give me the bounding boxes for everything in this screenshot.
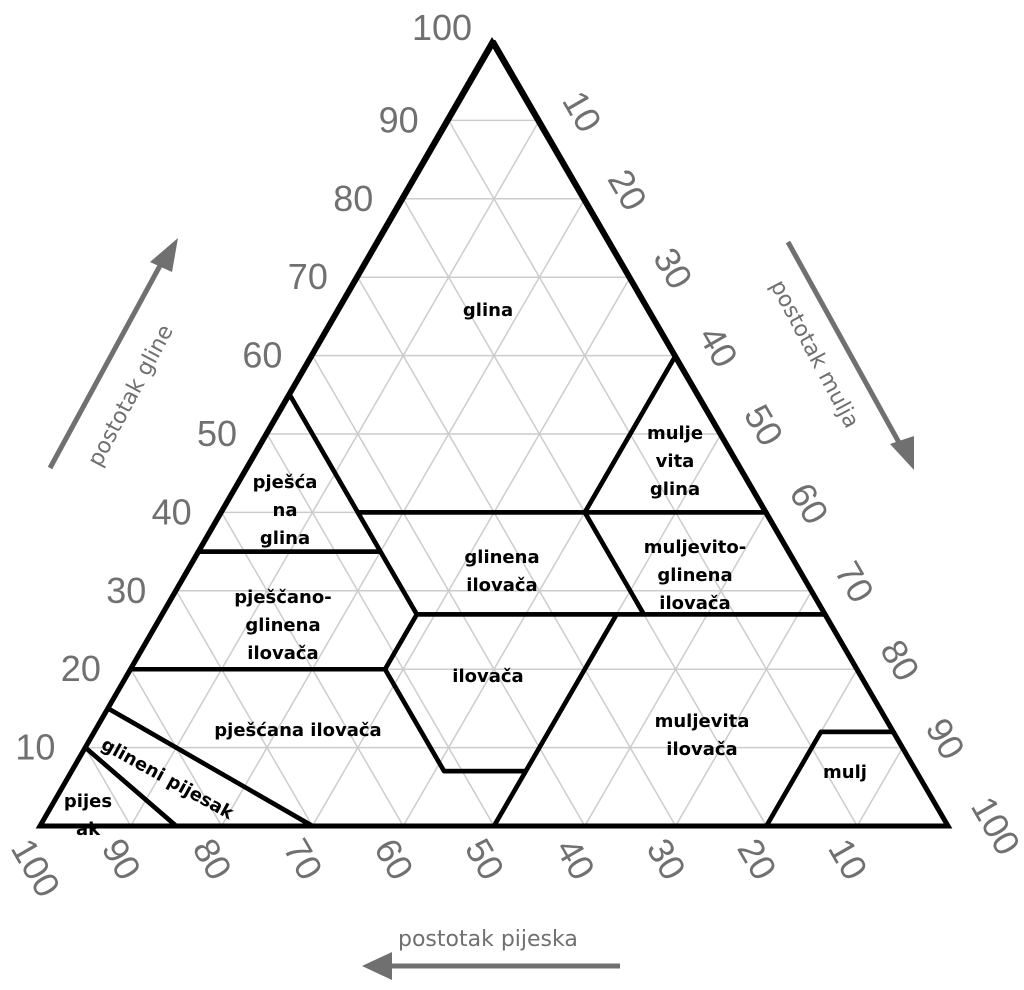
region-label-line: ilovača: [452, 666, 523, 687]
region-label-silty-clay: mulje vita glina: [647, 423, 703, 500]
grid-lines: [84, 119, 904, 827]
region-label-line: mulj: [823, 762, 867, 783]
sand-axis-title: postotak pijeska: [398, 927, 578, 952]
silt-tick-label: 10: [554, 84, 610, 139]
sand-tick-label: 30: [639, 832, 695, 887]
grid-line-silt: [311, 276, 631, 827]
region-label-sandy-clay: pješća na glina: [253, 472, 318, 549]
grid-line-sand: [175, 590, 314, 827]
sand-tick-label: 90: [94, 832, 150, 887]
region-label-line: glinena: [464, 547, 539, 568]
sand-arrow-head-icon: [362, 952, 392, 980]
region-label-line: muljevita: [655, 711, 750, 732]
clay-axis-title-group: postotak gline: [47, 238, 179, 471]
region-label-line: ak: [76, 819, 101, 840]
region-label-sandy-clay-loam: pješčano-glinena ilovača: [234, 587, 331, 664]
clay-tick-label: 40: [152, 491, 192, 532]
grid-line-sand: [357, 276, 677, 827]
grid-line-sand: [266, 433, 495, 827]
region-label-line: pješća: [253, 472, 318, 493]
grid-line-sand: [447, 120, 858, 827]
region-label-loam: ilovača: [452, 666, 523, 687]
clay-tick-label: 20: [61, 648, 101, 689]
silt-tick-label: 60: [781, 476, 837, 531]
region-label-line: pijes: [64, 791, 112, 812]
sand-tick-label: 80: [185, 832, 241, 887]
sand-tick-label: 60: [366, 832, 422, 887]
region-label-silt-loam: muljevita ilovača: [655, 711, 750, 760]
sand-tick-label: 50: [457, 832, 513, 887]
region-label-line: na: [273, 500, 298, 521]
region-label-line: ilovača: [247, 643, 318, 664]
clay-tick-label: 50: [197, 413, 237, 454]
grid-line-sand: [84, 747, 132, 827]
clay-arrow: [47, 260, 165, 470]
region-label-line: ilovača: [659, 593, 730, 614]
clay-arrow-head-icon: [150, 238, 178, 272]
region-label-line: pješčano-: [234, 587, 331, 608]
region-label-line: glinena: [245, 615, 320, 636]
region-label-line: pješćana ilovača: [214, 720, 381, 741]
region-label-line: muljevito-: [644, 537, 746, 558]
silt-arrow: [785, 240, 905, 450]
silt-tick-label: 30: [645, 241, 701, 296]
region-label-line: ilovača: [666, 739, 737, 760]
region-label-line: glinena: [657, 565, 732, 586]
silt-tick-label: 100: [963, 790, 1024, 863]
region-label-sand: pijes ak: [64, 791, 112, 840]
clay-tick-label: 90: [379, 99, 419, 140]
region-label-sandy-loam: pješćana ilovača: [214, 720, 381, 741]
grid-line-silt: [856, 747, 904, 827]
sand-tick-label: 100: [3, 832, 69, 905]
silt-tick-label: 70: [827, 554, 883, 609]
grid-line-silt: [674, 590, 813, 827]
silt-tick-label: 80: [872, 633, 928, 688]
sand-tick-label: 40: [548, 832, 604, 887]
silt-tick-label: 20: [600, 162, 656, 217]
clay-tick-label: 80: [333, 178, 373, 219]
clay-tick-label: 70: [288, 256, 328, 297]
silt-tick-label: 40: [691, 319, 747, 374]
clay-tick-label: 60: [242, 335, 282, 376]
sand-axis-title-group: postotak pijeska: [362, 927, 620, 980]
sand-tick-label: 70: [275, 832, 331, 887]
triangle-outline: [35, 37, 953, 829]
clay-tick-label: 100: [412, 7, 472, 48]
region-label-line: glina: [650, 479, 700, 500]
region-label-clay: glina: [463, 300, 513, 321]
silt-arrow-head-icon: [890, 436, 914, 470]
clay-tick-label: 30: [106, 570, 146, 611]
region-label-clay-loam: glinena ilovača: [464, 547, 539, 596]
sand-tick-label: 20: [729, 832, 785, 887]
clay-tick-label: 10: [15, 727, 55, 768]
grid-line-silt: [584, 512, 768, 827]
silt-tick-label: 50: [736, 398, 792, 453]
region-label-silty-clay-loam: muljevito-glinena ilovača: [644, 537, 746, 614]
region-label-line: ilovača: [466, 575, 537, 596]
region-label-line: glina: [260, 528, 310, 549]
region-label-line: mulje: [647, 423, 703, 444]
silt-tick-label: 90: [918, 711, 974, 766]
silt-axis-title-group: postotak mulja: [765, 240, 914, 470]
region-label-line: vita: [656, 451, 695, 472]
clay-axis-title: postotak gline: [83, 321, 179, 471]
region-label-silt: mulj: [823, 762, 867, 783]
region-label-line: glina: [463, 300, 513, 321]
sand-tick-label: 10: [820, 832, 876, 887]
